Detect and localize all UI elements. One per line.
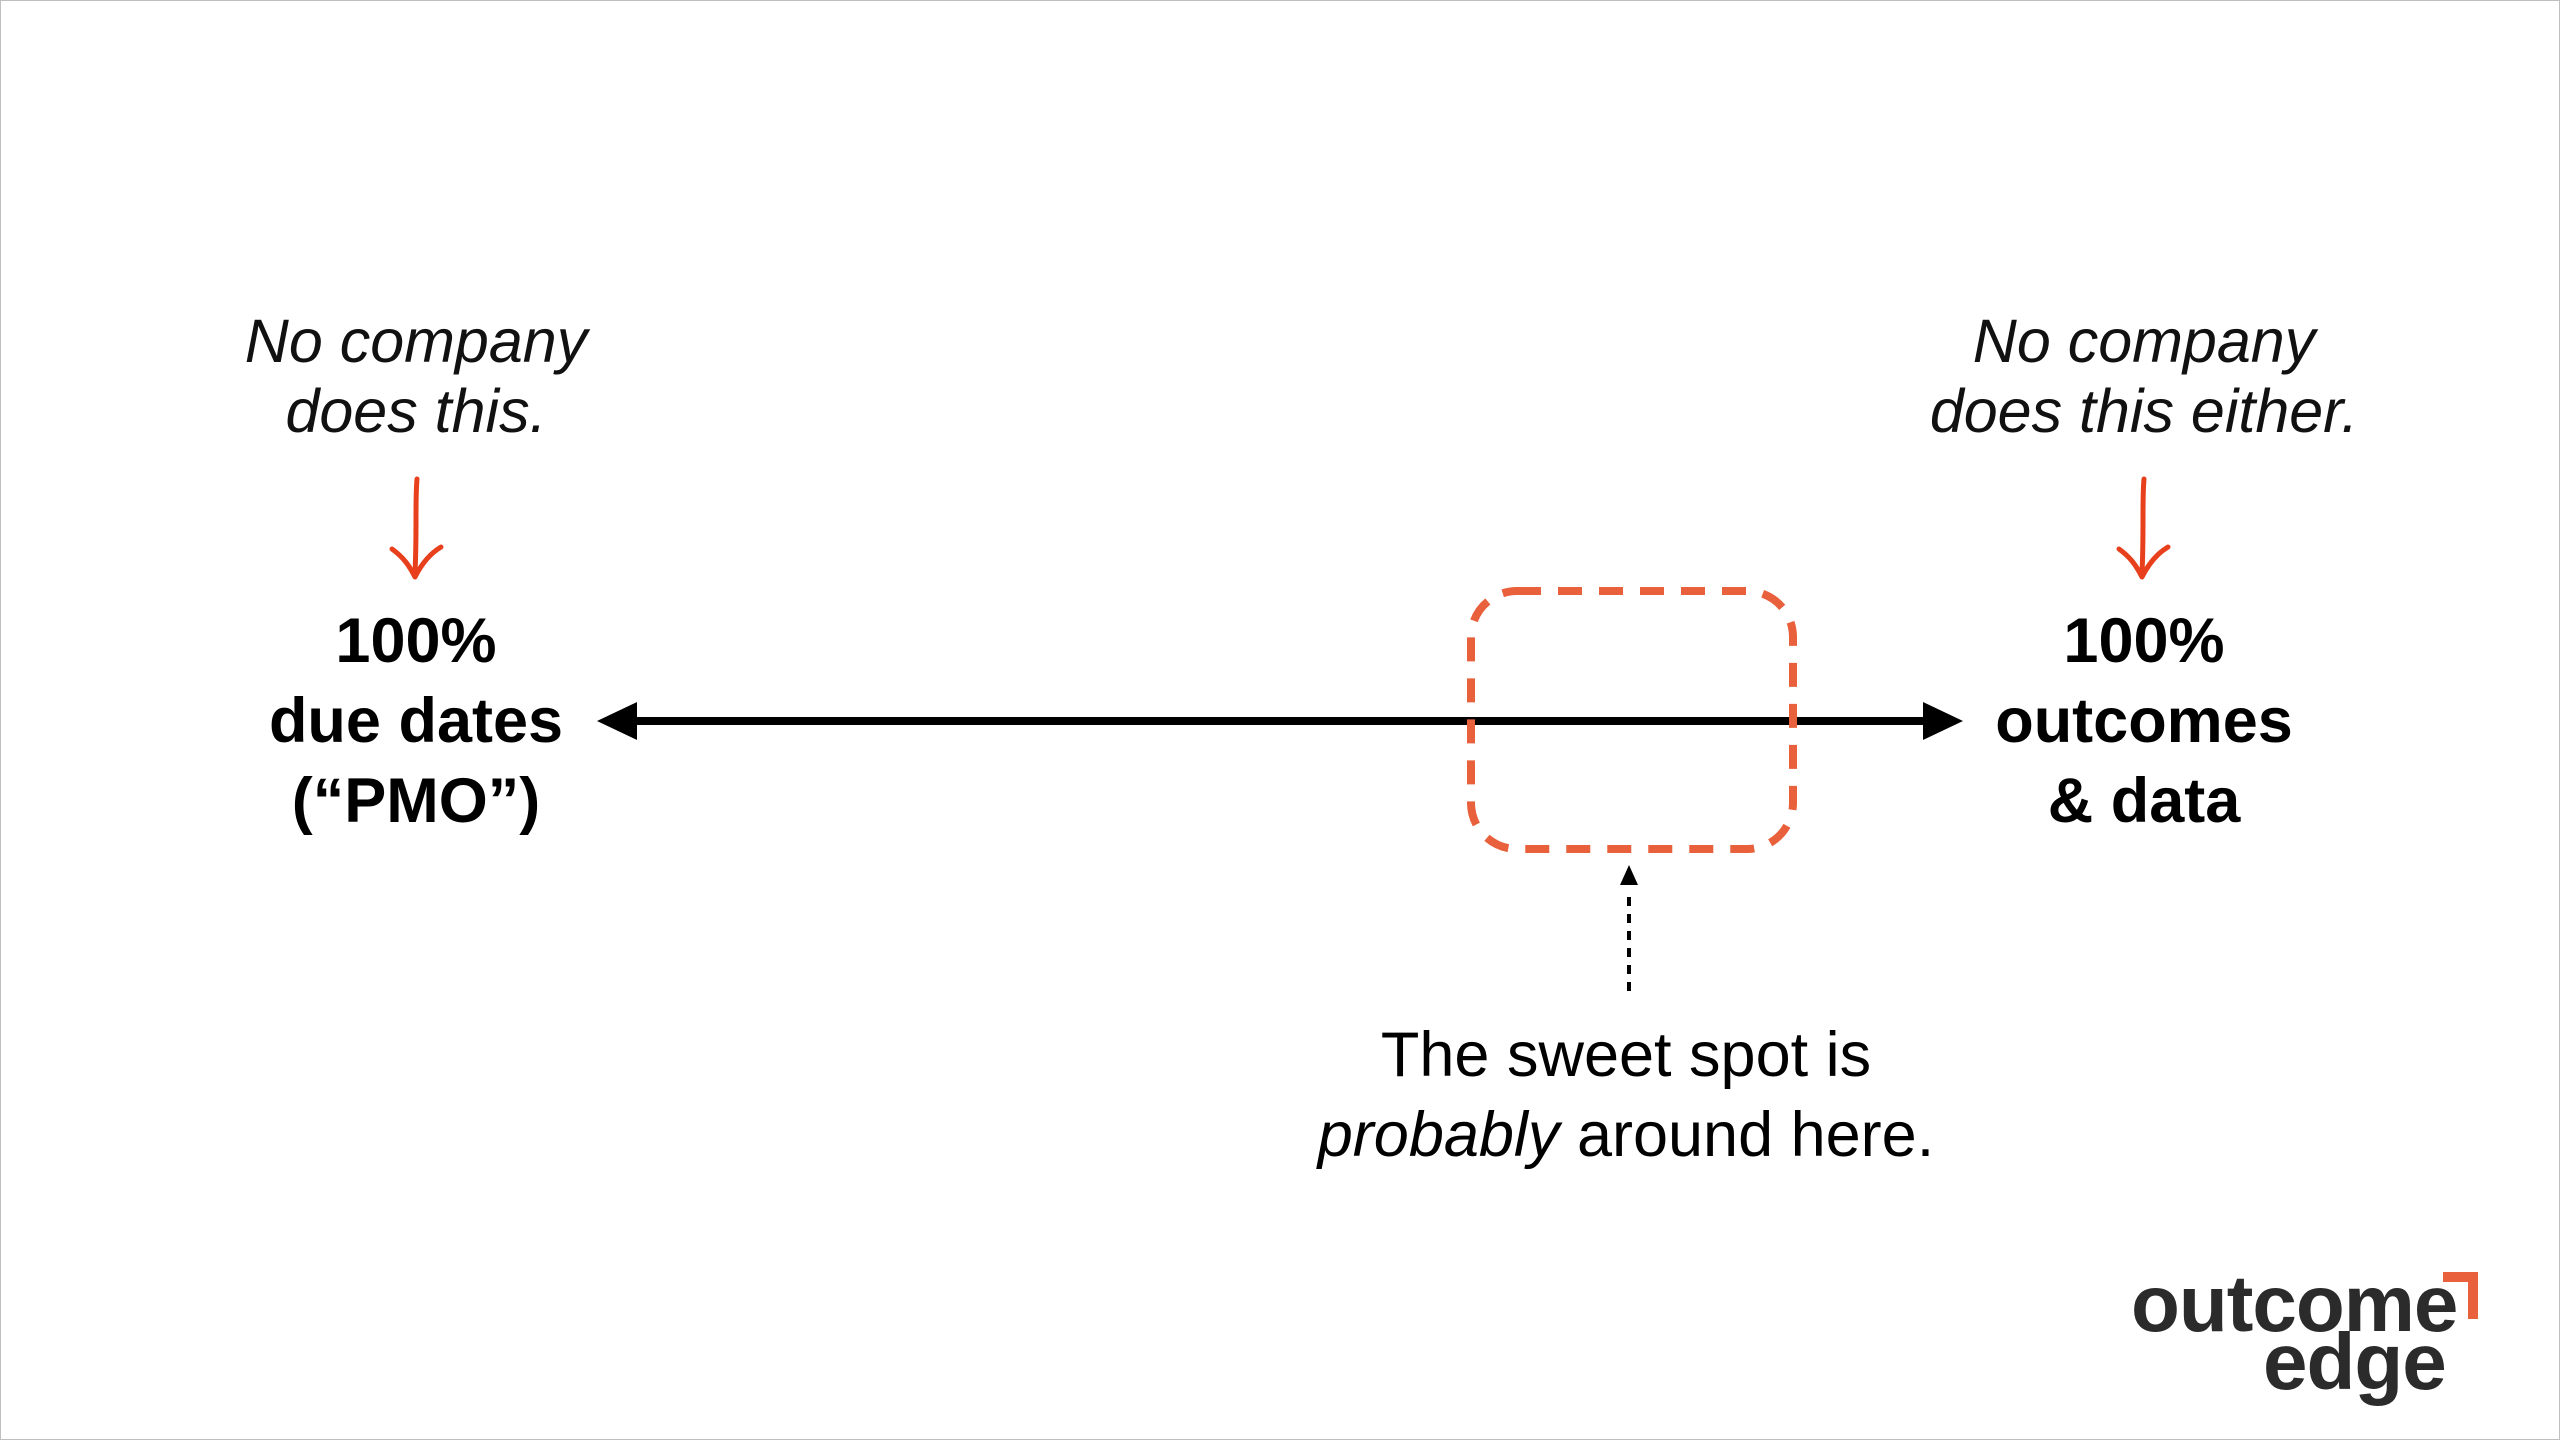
right-end-line3: & data — [2047, 766, 2241, 836]
left-note-down-arrow-icon — [389, 476, 444, 580]
logo-word-edge: edge — [2263, 1317, 2447, 1406]
logo-corner-bracket-icon — [2443, 1272, 2478, 1319]
outcome-edge-logo: outcome edge — [2131, 1261, 2491, 1421]
right-end-line2: outcomes — [1995, 686, 2293, 756]
left-note: No company does this. — [66, 306, 766, 446]
right-note-line2: does this either. — [1929, 377, 2359, 445]
right-end-line1: 100% — [2063, 606, 2225, 676]
caption-line2-rest: around here. — [1559, 1100, 1935, 1170]
caption-line2: probably around here. — [1126, 1095, 2126, 1175]
left-note-line2: does this. — [285, 377, 547, 445]
sweet-spot-dashed-box — [1467, 587, 1797, 853]
left-end-line1: 100% — [335, 606, 497, 676]
axis-left-arrowhead — [597, 702, 637, 740]
left-end-line2: due dates — [268, 686, 564, 756]
left-end-line3: (“PMO”) — [291, 766, 541, 836]
sweet-spot-caption: The sweet spot is probably around here. — [1126, 1015, 2126, 1175]
logo-word-outcome: outcome — [2131, 1259, 2458, 1348]
right-note-line1: No company — [1972, 307, 2316, 375]
sweet-spot-pointer-arrow — [1620, 865, 1638, 991]
left-note-line1: No company — [244, 307, 588, 375]
left-end-label: 100% due dates (“PMO”) — [116, 601, 716, 841]
caption-emphasis: probably — [1317, 1100, 1560, 1170]
axis-double-arrow — [597, 702, 1963, 740]
right-end-label: 100% outcomes & data — [1844, 601, 2444, 841]
right-note: No company does this either. — [1794, 306, 2494, 446]
caption-line1: The sweet spot is — [1380, 1020, 1872, 1090]
right-note-down-arrow-icon — [2116, 476, 2171, 580]
axis-right-arrowhead — [1923, 702, 1963, 740]
